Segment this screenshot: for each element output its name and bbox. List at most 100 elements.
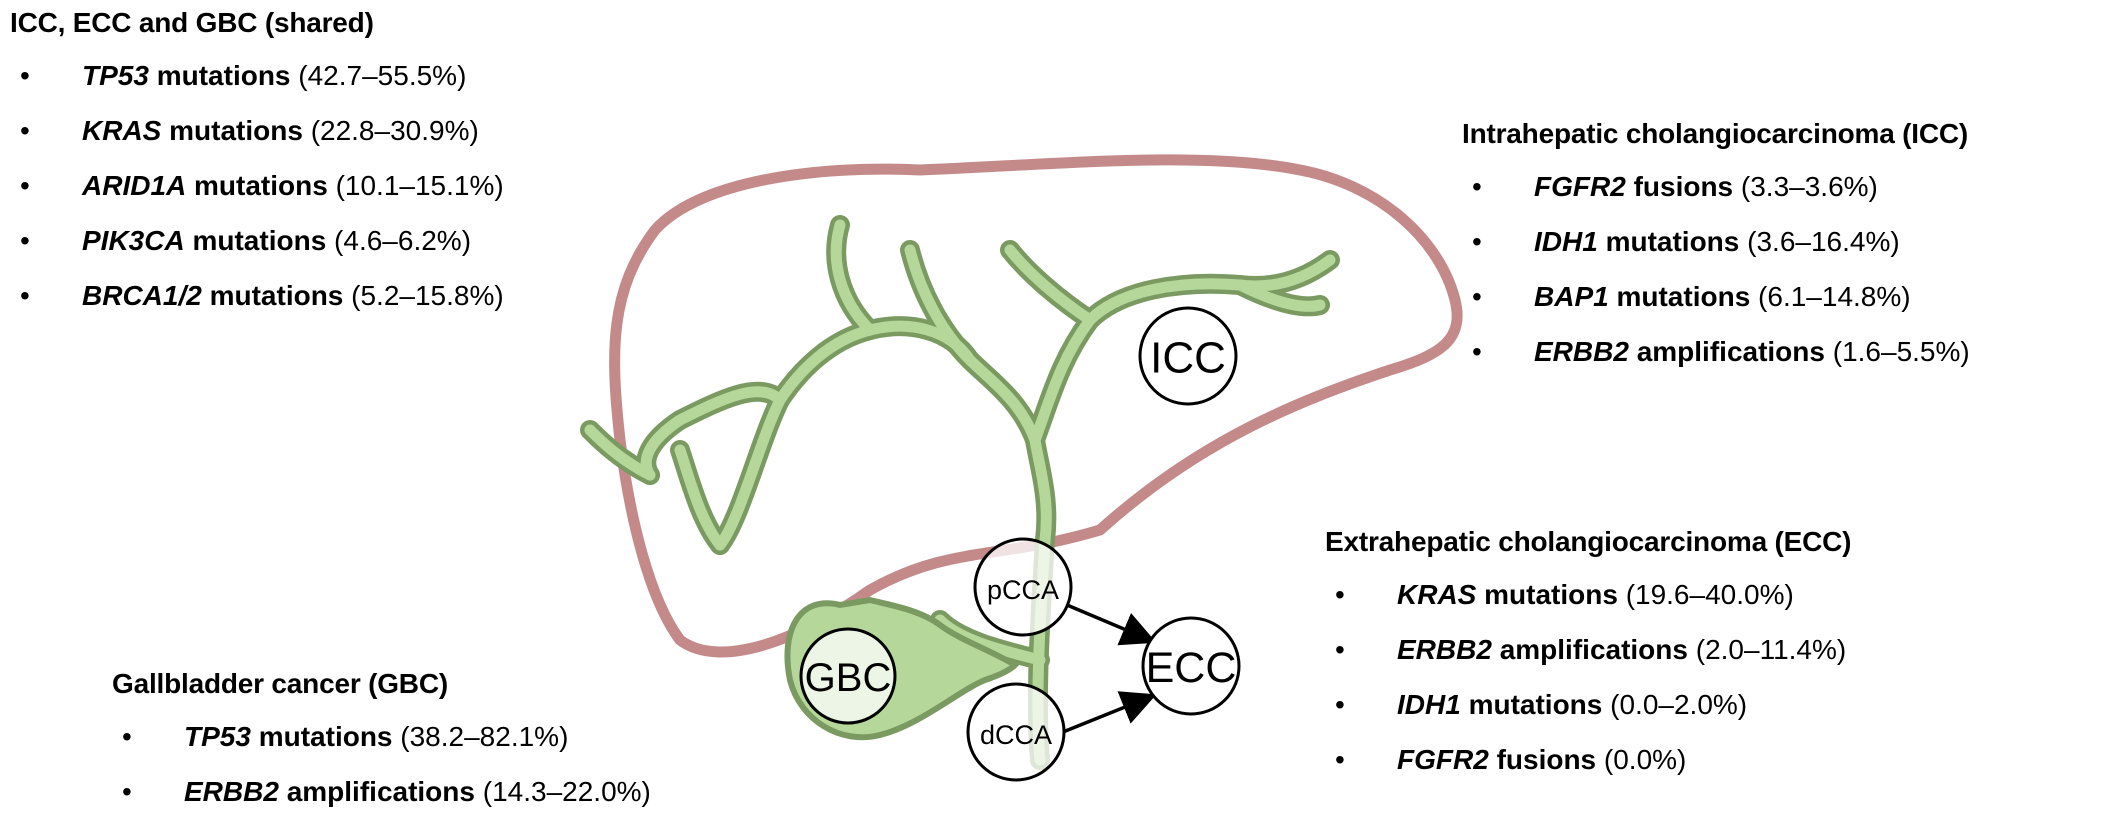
gene-name: KRAS [1397,579,1477,610]
alteration-type: mutations [194,170,328,201]
bullet: • [1472,281,1482,312]
alteration-type: mutations [209,280,344,311]
frequency-range: (0.0–2.0%) [1610,689,1748,720]
alteration-type: amplifications [286,776,475,807]
shared-alterations-panel: ICC, ECC and GBC (shared) • TP53 mutation… [10,4,504,323]
node-gbc-label: GBC [805,656,892,700]
alteration-list: • KRAS mutations (19.6–40.0%) • ERBB2 ampl… [1325,567,1851,787]
list-item: • KRAS mutations (19.6–40.0%) [1325,567,1851,622]
node-pcca: pCCA [973,537,1073,637]
list-item: • IDH1 mutations (3.6–16.4%) [1462,214,1970,269]
frequency-range: (10.1–15.1%) [335,170,504,201]
liver-outline [609,154,1463,658]
bullet: • [20,115,30,146]
alteration-type: amplifications [1499,634,1688,665]
frequency-range: (38.2–82.1%) [400,721,569,752]
alteration-list: • TP53 mutations (42.7–55.5%) • KRAS mutat… [10,48,504,323]
gene-name: TP53 [82,60,149,91]
node-icc-label: ICC [1150,334,1226,383]
list-item: • IDH1 mutations (0.0–2.0%) [1325,677,1851,732]
frequency-range: (4.6–6.2%) [334,225,472,256]
bullet: • [1335,744,1345,775]
bullet: • [122,776,132,807]
gene-name: ERBB2 [184,776,279,807]
arrow-dcca-to-ecc [1062,691,1157,734]
gene-name: ERBB2 [1534,336,1629,367]
bullet: • [20,170,30,201]
alteration-type: mutations [1484,579,1618,610]
list-item: • PIK3CA mutations (4.6–6.2%) [10,213,504,268]
frequency-range: (42.7–55.5%) [298,60,467,91]
frequency-range: (2.0–11.4%) [1695,634,1847,665]
frequency-range: (1.6–5.5%) [1832,336,1970,367]
list-item: • TP53 mutations (38.2–82.1%) [112,709,651,764]
bullet: • [1472,226,1482,257]
list-item: • BAP1 mutations (6.1–14.8%) [1462,269,1970,324]
bullet: • [1335,634,1345,665]
list-item: • ERBB2 amplifications (14.3–22.0%) [112,764,651,819]
alteration-type: mutations [1468,689,1603,720]
bullet: • [1335,689,1345,720]
list-item: • TP53 mutations (42.7–55.5%) [10,48,504,103]
alteration-type: mutations [258,721,393,752]
bullet: • [1472,336,1482,367]
panel-title: Extrahepatic cholangiocarcinoma (ECC) [1325,526,1852,557]
bullet: • [1472,171,1482,202]
gene-name: BAP1 [1534,281,1609,312]
frequency-range: (14.3–22.0%) [482,776,651,807]
frequency-range: (3.6–16.4%) [1747,226,1900,257]
alteration-type: mutations [169,115,303,146]
arrow-pcca-to-ecc [1066,603,1157,646]
list-item: • FGFR2 fusions (0.0%) [1325,732,1851,787]
alteration-type: amplifications [1636,336,1825,367]
panel-title: ICC, ECC and GBC (shared) [10,7,374,38]
alteration-list: • TP53 mutations (38.2–82.1%) • ERBB2 ampl… [112,709,651,819]
bullet: • [122,721,132,752]
alteration-type: mutations [156,60,291,91]
list-item: • ERBB2 amplifications (1.6–5.5%) [1462,324,1970,379]
icc-alterations-panel: Intrahepatic cholangiocarcinoma (ICC) • F… [1462,115,1970,379]
node-ecc: ECC [1141,616,1241,716]
frequency-range: (22.8–30.9%) [310,115,479,146]
list-item: • BRCA1/2 mutations (5.2–15.8%) [10,268,504,323]
gene-name: FGFR2 [1534,171,1626,202]
frequency-range: (3.3–3.6%) [1740,171,1878,202]
node-dcca: dCCA [966,682,1066,782]
alteration-list: • FGFR2 fusions (3.3–3.6%) • IDH1 mutation… [1462,159,1970,379]
gene-name: TP53 [184,721,251,752]
node-ecc-label: ECC [1146,644,1237,692]
list-item: • ERBB2 amplifications (2.0–11.4%) [1325,622,1851,677]
panel-title: Gallbladder cancer (GBC) [112,668,448,699]
frequency-range: (6.1–14.8%) [1758,281,1911,312]
gene-name: IDH1 [1534,226,1598,257]
node-icc: ICC [1138,306,1238,406]
list-item: • ARID1A mutations (10.1–15.1%) [10,158,504,213]
ecc-alterations-panel: Extrahepatic cholangiocarcinoma (ECC) • K… [1325,523,1851,787]
bullet: • [20,280,30,311]
bullet: • [20,60,30,91]
bullet: • [20,225,30,256]
alteration-type: mutations [1605,226,1740,257]
alteration-type: fusions [1633,171,1734,202]
panel-title: Intrahepatic cholangiocarcinoma (ICC) [1462,118,1969,149]
list-item: • FGFR2 fusions (3.3–3.6%) [1462,159,1970,214]
gene-name: PIK3CA [82,225,185,256]
frequency-range: (0.0%) [1603,744,1687,775]
alteration-type: mutations [1616,281,1751,312]
gene-name: IDH1 [1397,689,1461,720]
node-pcca-label: pCCA [987,575,1059,605]
gene-name: BRCA1/2 [82,280,202,311]
gbc-alterations-panel: Gallbladder cancer (GBC) • TP53 mutations… [112,665,651,819]
gene-name: KRAS [82,115,162,146]
gene-name: FGFR2 [1397,744,1489,775]
list-item: • KRAS mutations (22.8–30.9%) [10,103,504,158]
alteration-type: mutations [192,225,327,256]
gene-name: ARID1A [82,170,187,201]
gene-name: ERBB2 [1397,634,1492,665]
bullet: • [1335,579,1345,610]
frequency-range: (5.2–15.8%) [351,280,504,311]
frequency-range: (19.6–40.0%) [1625,579,1794,610]
node-dcca-label: dCCA [980,720,1052,750]
alteration-type: fusions [1496,744,1597,775]
